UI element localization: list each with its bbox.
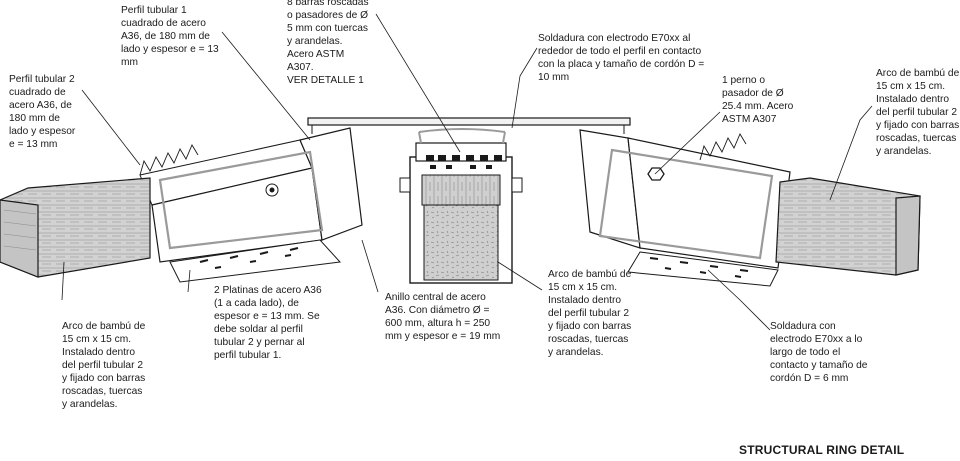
right-tube-assembly <box>579 129 791 287</box>
note-bamboo-right: Arco de bambú de 15 cm x 15 cm. Instalad… <box>876 68 960 157</box>
note-bamboo-left: Arco de bambú de 15 cm x 15 cm. Instalad… <box>62 321 146 410</box>
note-steel-plates: 2 Platinas de acero A36 (1 a cada lado),… <box>214 285 322 361</box>
drawing-title: STRUCTURAL RING DETAIL <box>739 443 905 457</box>
left-bamboo-arch <box>0 177 151 278</box>
top-plate <box>307 117 631 134</box>
note-threaded-rods: 8 barras roscadas o pasadores de Ø 5 mm … <box>287 0 369 86</box>
leader-lines <box>61 13 873 331</box>
note-tube2: Perfil tubular 2 cuadrado de acero A36, … <box>9 74 76 150</box>
note-bamboo-center: Arco de bambú de 15 cm x 15 cm. Instalad… <box>548 269 632 358</box>
note-perimeter-weld: Soldadura con electrodo E70xx al rededor… <box>538 33 705 83</box>
note-bolt: 1 perno o pasador de Ø 25.4 mm. Acero AS… <box>722 75 794 125</box>
right-bamboo-arch <box>775 177 921 276</box>
note-central-ring: Anillo central de acero A36. Con diámetr… <box>385 292 501 342</box>
note-tube1: Perfil tubular 1 cuadrado de acero A36, … <box>121 5 219 68</box>
central-ring <box>399 128 523 284</box>
note-bottom-weld: Soldadura con electrodo E70xx a lo largo… <box>770 321 868 384</box>
left-tube-assembly <box>139 127 363 283</box>
